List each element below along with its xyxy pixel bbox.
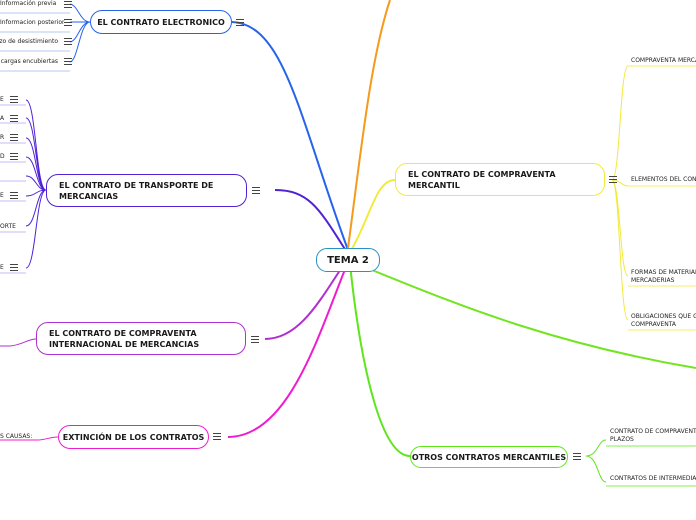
connector-extincion [227, 261, 349, 438]
topic-contrato-internacional[interactable]: EL CONTRATO DE COMPRAVENTA INTERNACIONAL… [36, 322, 246, 355]
menu-icon[interactable] [252, 187, 260, 194]
leaf-plazo-desistimiento[interactable]: Plazo de desistimiento [0, 38, 58, 45]
menu-icon[interactable] [573, 453, 581, 460]
central-topic-label: TEMA 2 [327, 254, 369, 266]
menu-icon[interactable] [609, 176, 617, 183]
leaf-transporte-4[interactable]: D [0, 153, 5, 160]
topic-label: EXTINCIÓN DE LOS CONTRATOS [62, 432, 205, 442]
leaf-line1: FORMAS DE MATERIALI [631, 269, 696, 276]
leaf-contratos-intermediacion[interactable]: CONTRATOS DE INTERMEDIAC [610, 475, 696, 483]
topic-label-line2: MERCANCIAS [59, 191, 119, 201]
topic-label: EL CONTRATO ELECTRONICO [97, 17, 225, 27]
topic-label-line1: EL CONTRATO DE COMPRAVENTA [408, 169, 556, 179]
leaf-transporte-1[interactable]: E [0, 96, 4, 103]
menu-icon[interactable] [213, 433, 221, 440]
topic-contrato-transporte[interactable]: EL CONTRATO DE TRANSPORTE DE MERCANCIAS [46, 174, 247, 207]
topic-label-line1: EL CONTRATO DE COMPRAVENTA [49, 328, 197, 338]
menu-icon[interactable] [64, 1, 72, 8]
menu-icon[interactable] [64, 19, 72, 26]
connector-mercantil-leaves [611, 65, 629, 321]
topic-compraventa-mercantil[interactable]: EL CONTRATO DE COMPRAVENTA MERCANTIL [395, 163, 605, 196]
topic-extincion-contratos[interactable]: EXTINCIÓN DE LOS CONTRATOS [58, 425, 209, 449]
leaf-obligaciones[interactable]: OBLIGACIONES QUE GI COMPRAVENTA [631, 313, 696, 329]
central-topic[interactable]: TEMA 2 [316, 248, 380, 272]
topic-label-line2: INTERNACIONAL DE MERCANCIAS [49, 339, 200, 349]
connector-top-branch [347, 0, 391, 249]
menu-icon[interactable] [10, 153, 18, 160]
menu-icon[interactable] [10, 115, 18, 122]
leaf-transporte-7[interactable]: E [0, 264, 4, 271]
leaf-transporte-6[interactable]: ORTE [0, 223, 16, 230]
menu-icon[interactable] [10, 192, 18, 199]
menu-icon[interactable] [251, 336, 259, 343]
connector-electronico-leaves [69, 3, 91, 63]
menu-icon[interactable] [64, 38, 72, 45]
leaf-line1: CONTRATOS DE INTERMEDIAC [610, 475, 696, 482]
connector-transporte [274, 189, 349, 255]
leaf-elementos-contrato[interactable]: ELEMENTOS DEL CONT [631, 176, 696, 184]
topic-label-line2: MERCANTIL [408, 180, 460, 190]
topic-label: OTROS CONTRATOS MERCANTILES [411, 452, 567, 462]
connector-otros-leaves [585, 439, 607, 483]
menu-icon[interactable] [10, 96, 18, 103]
leaf-line1: ELEMENTOS DEL CONT [631, 176, 696, 183]
leaf-line2: COMPRAVENTA [631, 321, 677, 328]
leaf-line2: PLAZOS [610, 436, 634, 443]
menu-icon[interactable] [10, 264, 18, 271]
topic-otros-contratos[interactable]: OTROS CONTRATOS MERCANTILES [410, 446, 568, 468]
leaf-informacion-previa[interactable]: Información previa [0, 0, 57, 7]
leaf-transporte-2[interactable]: A [0, 115, 5, 122]
menu-icon[interactable] [64, 58, 72, 65]
connector-electronico [231, 21, 349, 251]
leaf-line1: COMPRAVENTA MERCA [631, 57, 696, 64]
connector-mercantil [349, 179, 396, 253]
menu-icon[interactable] [236, 19, 244, 26]
leaf-cargas-encubiertas[interactable]: cargas encubiertas [0, 58, 58, 65]
leaf-line2: MERCADERIAS [631, 277, 675, 284]
topic-contrato-electronico[interactable]: EL CONTRATO ELECTRONICO [90, 10, 232, 34]
leaf-informacion-posterior[interactable]: Informacion posterior [0, 19, 65, 26]
connector-transporte-leaves [25, 99, 47, 269]
leaf-transporte-5[interactable]: E [0, 192, 4, 199]
leaf-transporte-3[interactable]: R [0, 134, 5, 141]
menu-icon[interactable] [10, 134, 18, 141]
leaf-compraventa-plazos[interactable]: CONTRATO DE COMPRAVENTA PLAZOS [610, 428, 696, 444]
connector-green-branch [371, 269, 696, 369]
leaf-line1: CONTRATO DE COMPRAVENTA [610, 428, 696, 435]
connector-otros [349, 263, 411, 457]
topic-label-line1: EL CONTRATO DE TRANSPORTE DE [59, 180, 214, 190]
leaf-line1: OBLIGACIONES QUE GI [631, 313, 696, 320]
leaf-formas-materializacion[interactable]: FORMAS DE MATERIALI MERCADERIAS [631, 269, 696, 285]
leaf-compraventa-mercantil[interactable]: COMPRAVENTA MERCA [631, 57, 696, 65]
leaf-extincion-causas[interactable]: S CAUSAS: [0, 433, 33, 440]
